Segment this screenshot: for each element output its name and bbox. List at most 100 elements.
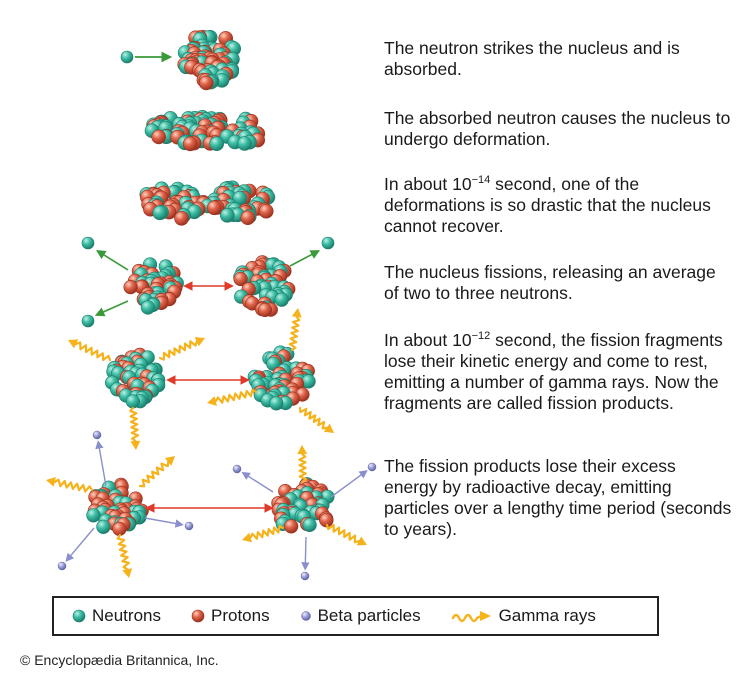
proton (220, 208, 235, 223)
beta-decay (144, 517, 194, 531)
arrows-layer (94, 51, 321, 513)
proton (319, 513, 334, 528)
fragment-right-step4 (233, 255, 296, 318)
released-neutron-arrow (94, 300, 129, 317)
step-3-post: second, one of the deformations is so dr… (384, 174, 711, 236)
beta-particle-icon (300, 611, 311, 621)
gamma-ray (158, 337, 205, 361)
legend-neutrons-label: Neutrons (92, 606, 161, 625)
neutron (240, 210, 256, 225)
released-neutron (81, 314, 95, 328)
legend-neutrons: Neutrons (72, 606, 161, 626)
beta-decay (92, 430, 107, 487)
released-neutron (321, 236, 335, 250)
step-2-text: The absorbed neutron causes the nucleus … (384, 108, 731, 149)
neutron (123, 280, 138, 295)
gamma-ray-icon (451, 611, 491, 623)
deformed-nucleus (144, 110, 266, 152)
neutron (125, 394, 140, 409)
step-3-exponent: −14 (471, 174, 491, 186)
legend: Neutrons Protons Beta particles Gamma ra… (52, 596, 659, 636)
neutron-icon (72, 609, 86, 623)
released-neutron-ball (81, 314, 95, 328)
fragment-right-step5 (247, 345, 316, 411)
legend-beta-label: Beta particles (317, 606, 421, 625)
proton (174, 211, 189, 226)
gamma-ray (325, 523, 367, 546)
neutron (198, 75, 214, 91)
neutron (237, 136, 252, 151)
step-5-exponent: −12 (471, 330, 491, 342)
proton (209, 136, 224, 151)
proton-icon (191, 609, 205, 623)
neutron (182, 136, 198, 152)
beta-particle (232, 464, 242, 474)
beta-decay (57, 527, 95, 571)
nuclei-layer (81, 29, 335, 537)
step-5-pre: In about 10 (384, 330, 472, 350)
released-neutron-arrow (95, 249, 129, 271)
beta-particle (184, 521, 194, 531)
beta-particle (300, 571, 310, 581)
neutron (112, 521, 127, 537)
gamma-ray (207, 388, 258, 406)
neutron (152, 205, 168, 221)
neutron (257, 302, 273, 318)
gamma-ray (297, 445, 308, 484)
gamma-ray (129, 406, 141, 450)
gamma-ray (138, 456, 175, 488)
proton (96, 519, 111, 534)
beta-particles-layer (57, 430, 377, 581)
proton (301, 374, 316, 389)
fragment-left-step5 (104, 347, 166, 409)
legend-gamma: Gamma rays (451, 606, 596, 626)
step-1-text: The neutron strikes the nucleus and is a… (384, 38, 680, 79)
gamma-ray (298, 406, 334, 433)
step-3-text: In about 10−14 second, one of the deform… (384, 174, 734, 237)
released-neutron-ball (81, 236, 95, 250)
proton (258, 203, 274, 219)
incoming-neutron (120, 50, 134, 64)
fission-diagram (46, 29, 377, 581)
step-6-text: The fission products lose their excess e… (384, 456, 732, 539)
gamma-rays-layer (46, 308, 367, 578)
neutron (269, 396, 284, 411)
neutron (151, 129, 166, 145)
proton (233, 271, 248, 287)
product-right (271, 477, 335, 534)
beta-particle (57, 561, 67, 571)
gamma-ray (242, 524, 285, 543)
dumbbell-nucleus (139, 180, 276, 226)
beta-particle (367, 462, 377, 472)
gamma-ray (288, 308, 302, 352)
neutron (207, 200, 222, 216)
gamma-ray (116, 533, 133, 578)
released-neutron-arrow (289, 250, 321, 267)
legend-protons-label: Protons (210, 606, 270, 625)
gamma-ray (46, 477, 94, 493)
released-neutron (81, 236, 95, 250)
legend-protons: Protons (191, 606, 270, 626)
step-4-text: The nucleus fissions, releasing an avera… (384, 262, 716, 303)
proton (302, 517, 317, 533)
product-left (86, 477, 149, 537)
neutron (140, 300, 155, 315)
legend-beta: Beta particles (300, 606, 421, 626)
step-5-text: In about 10−12 second, the fission fragm… (384, 330, 734, 414)
copyright: © Encyclopædia Britannica, Inc. (20, 652, 219, 668)
legend-gamma-label: Gamma rays (498, 606, 596, 625)
released-neutron-ball (321, 236, 335, 250)
gamma-ray (68, 339, 112, 362)
beta-decay (232, 464, 274, 493)
step-5-post: second, the fission fragments lose their… (384, 330, 723, 413)
neutron (284, 519, 299, 534)
beta-particle (92, 430, 102, 440)
proton (86, 508, 101, 523)
fragment-left-step4 (123, 257, 184, 315)
beta-decay (300, 536, 310, 581)
incoming-neutron-ball (120, 50, 134, 64)
target-nucleus (177, 29, 241, 91)
step-3-pre: In about 10 (384, 174, 472, 194)
neutron (274, 292, 289, 307)
beta-decay (330, 462, 377, 498)
